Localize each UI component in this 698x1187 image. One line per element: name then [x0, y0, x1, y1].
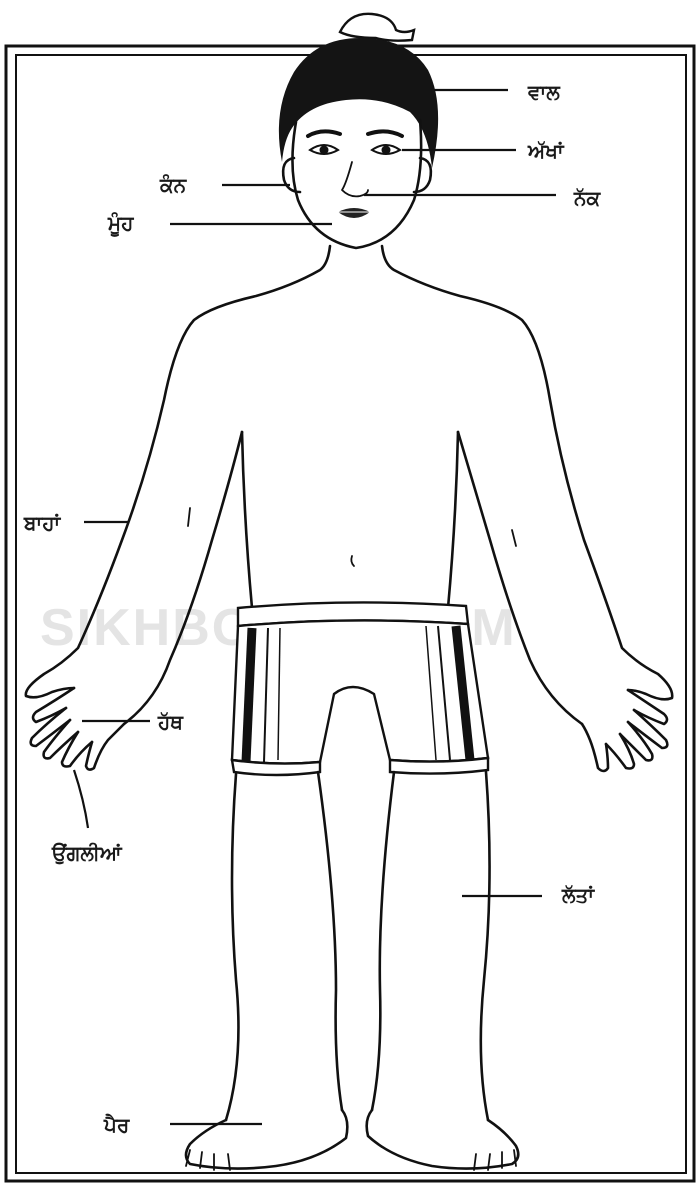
- shorts-drawing: [232, 602, 488, 775]
- eyes-drawing: [310, 145, 400, 155]
- label-legs: ਲੱਤਾਂ: [561, 883, 595, 907]
- right-eyebrow: [368, 131, 402, 136]
- label-nose: ਨੱਕ: [573, 186, 602, 210]
- left-eyebrow: [308, 131, 340, 136]
- right-torso-side: [448, 432, 458, 608]
- fingers-leader: [74, 770, 88, 828]
- hair-drawing: [279, 14, 438, 168]
- left-elbow-mark: [188, 508, 190, 526]
- label-fingers: ਉਂਗਲੀਆਂ: [51, 841, 123, 865]
- right-elbow-mark: [512, 530, 516, 546]
- label-ear: ਕੰਨ: [159, 173, 188, 197]
- right-leg-inner: [372, 772, 394, 1110]
- left-torso-side: [242, 432, 252, 608]
- left-foot-drawing: [186, 1110, 347, 1170]
- right-foot-drawing: [367, 1110, 519, 1170]
- face-outline: [292, 120, 421, 248]
- label-mouth: ਮੂੰਹ: [107, 211, 134, 238]
- left-leg-inner: [318, 772, 342, 1110]
- label-arms: ਬਾਹਾਂ: [23, 511, 61, 535]
- label-hair: ਵਾਲ: [527, 80, 561, 104]
- right-leg-outer: [481, 772, 490, 1120]
- navel: [351, 556, 354, 566]
- label-feet: ਪੈਰ: [103, 1112, 131, 1137]
- nose-drawing: [342, 162, 368, 196]
- mouth-drawing: [338, 208, 370, 218]
- label-hand: ਹੱਥ: [157, 710, 184, 734]
- left-leg-outer: [226, 774, 238, 1120]
- label-eyes: ਅੱਖਾਂ: [527, 139, 565, 163]
- right-hand-drawing: [582, 690, 667, 771]
- left-inner-arm: [124, 432, 242, 724]
- left-hand-drawing: [31, 688, 124, 770]
